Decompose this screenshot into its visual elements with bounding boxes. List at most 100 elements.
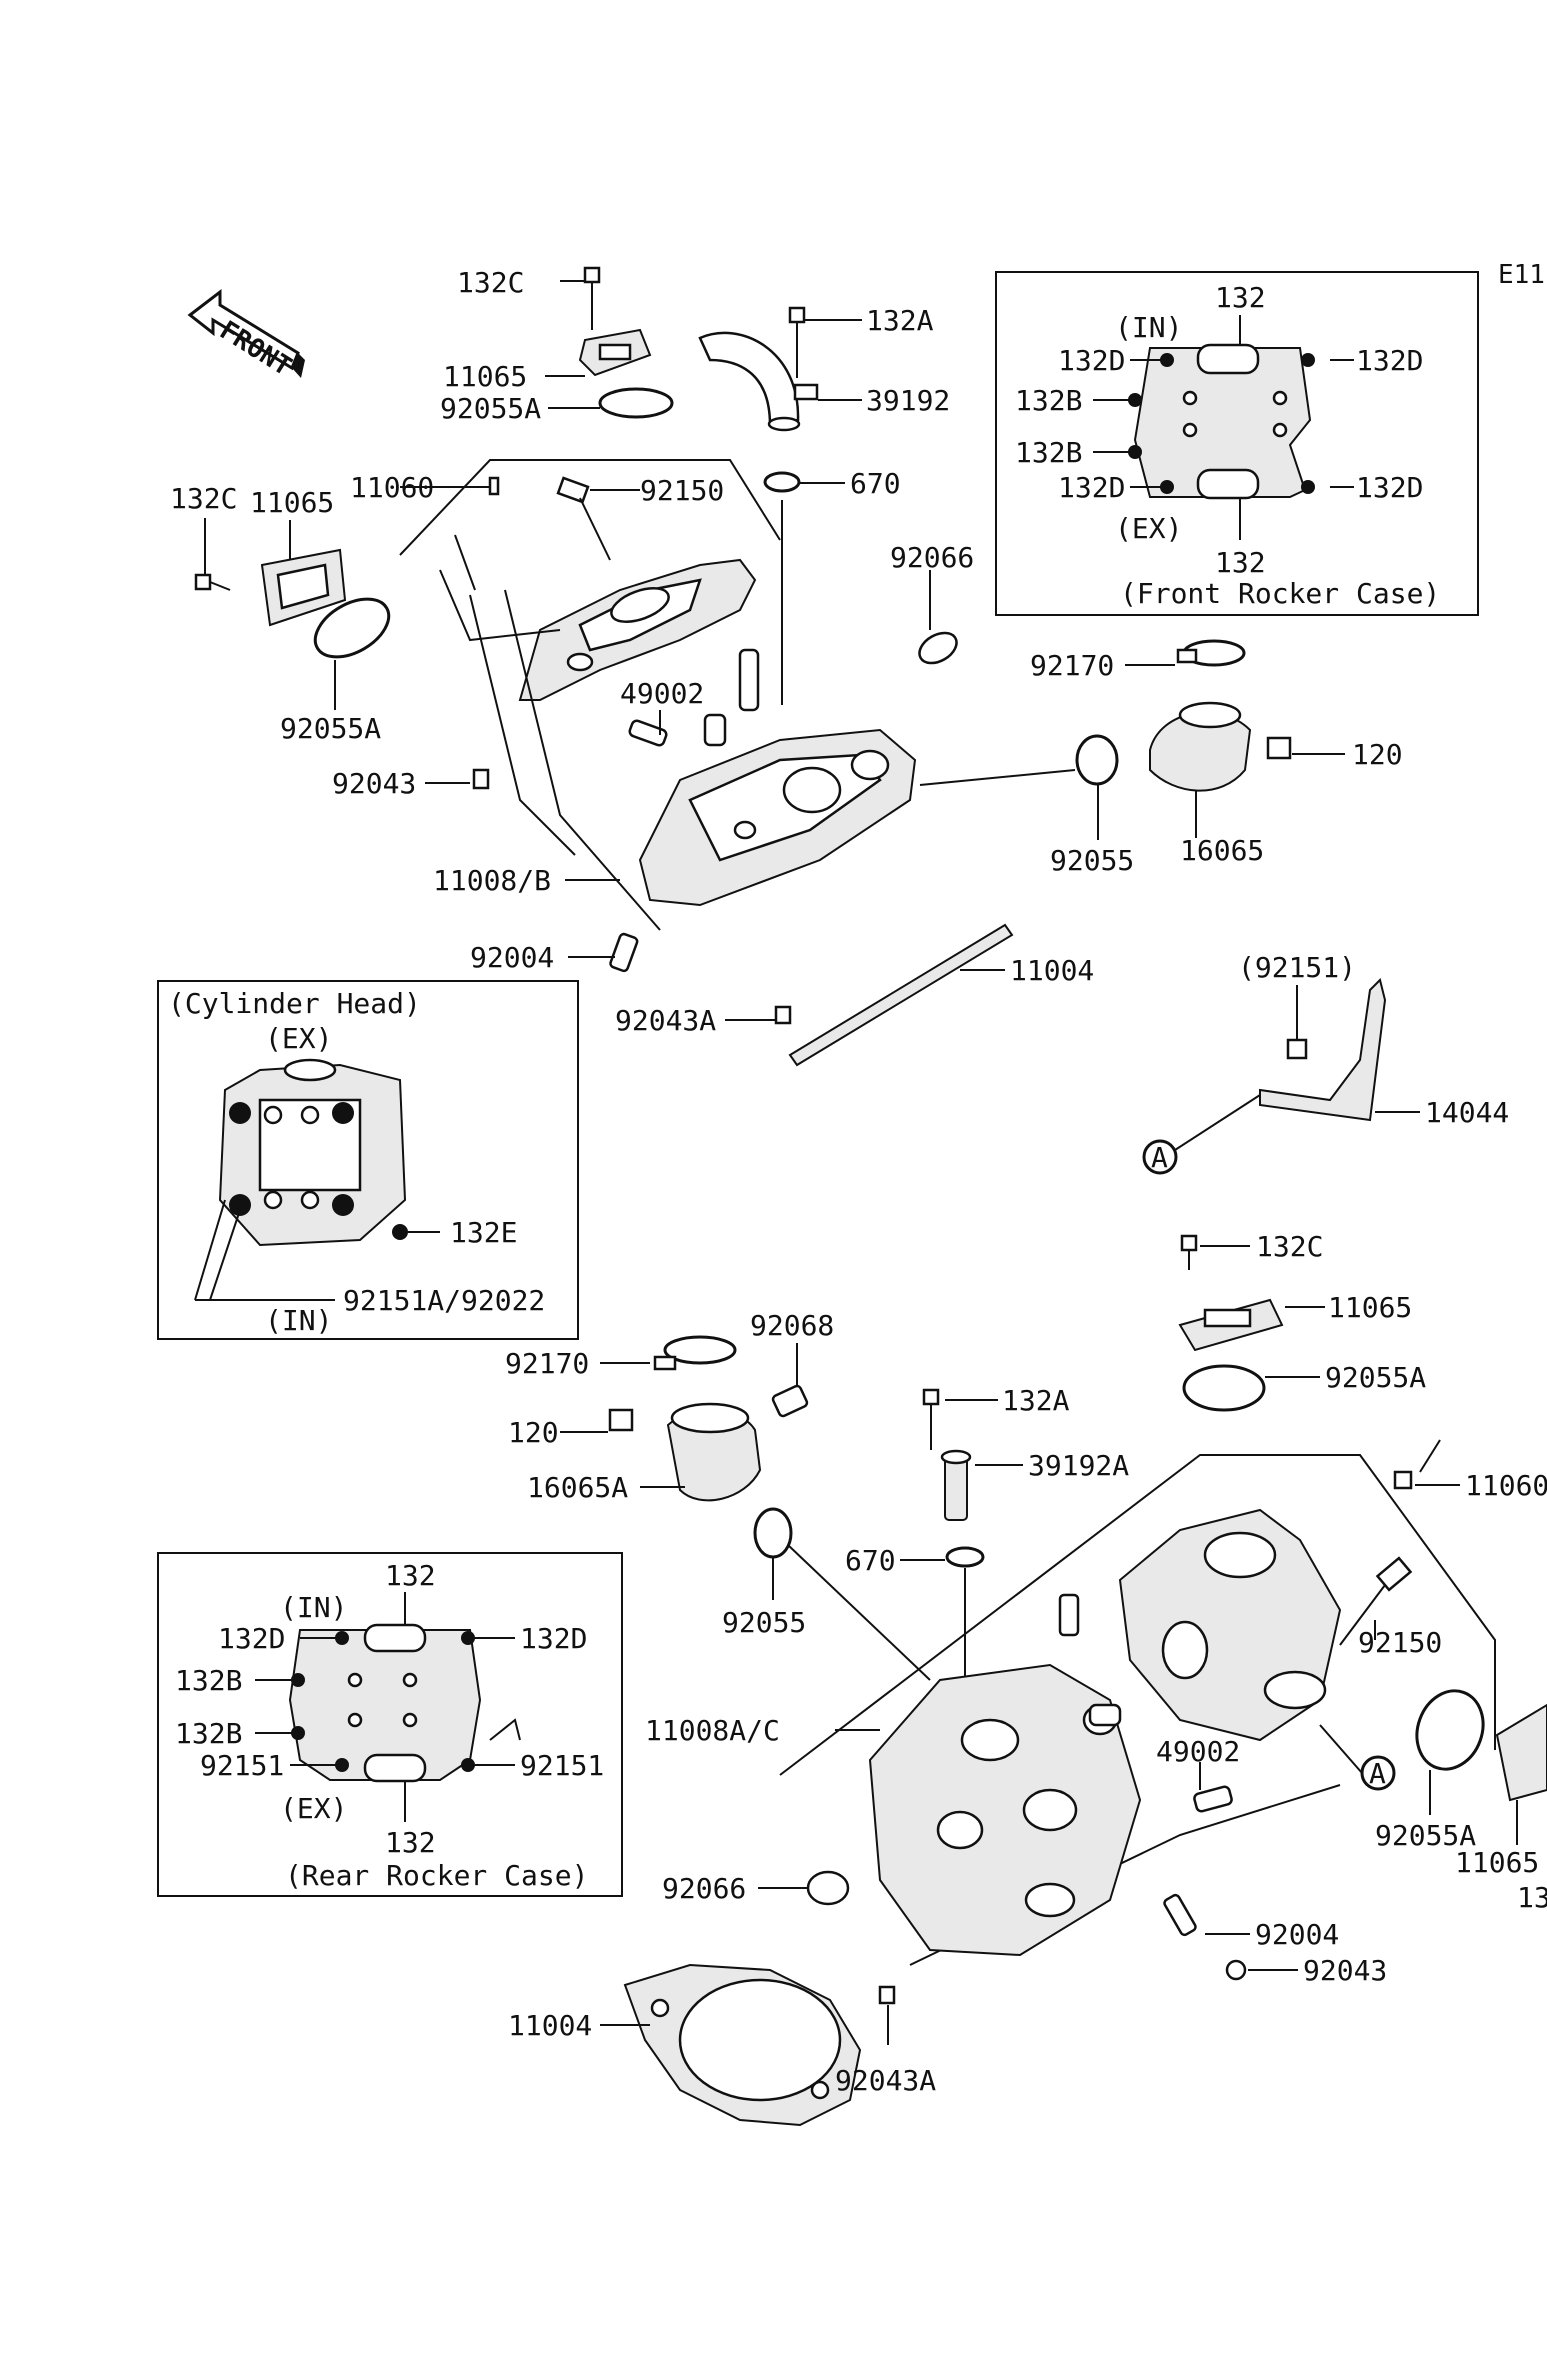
- rear-cylinder-head: [868, 1663, 1142, 1957]
- bolt-132c-right: [1180, 1234, 1198, 1270]
- label-92055a-left: 92055A: [280, 712, 381, 745]
- svg-text:132D: 132D: [520, 1622, 587, 1655]
- label-92043a-top: 92043A: [615, 1004, 716, 1037]
- label-11065-left: 11065: [250, 486, 334, 519]
- svg-text:132: 132: [1215, 546, 1266, 579]
- svg-text:92151A/92022: 92151A/92022: [343, 1284, 545, 1317]
- label-a-top: A: [1151, 1141, 1168, 1174]
- label-92043-bottom: 92043: [1303, 1954, 1387, 1987]
- svg-text:(Rear Rocker Case): (Rear Rocker Case): [285, 1859, 588, 1892]
- cover-11065-right: [1178, 1298, 1284, 1352]
- label-11065-right: 11065: [1328, 1291, 1412, 1324]
- label-92055a-bottom: 92055A: [1375, 1819, 1476, 1852]
- valve-49002-mid-b: [1088, 1703, 1122, 1727]
- bolt-92150-top: [556, 476, 611, 561]
- pin-11060-right: [1393, 1470, 1413, 1490]
- label-120-mid: 120: [508, 1416, 559, 1449]
- svg-text:132D: 132D: [1058, 471, 1125, 504]
- label-92004-bottom: 92004: [1255, 1918, 1339, 1951]
- svg-text:(EX): (EX): [265, 1022, 332, 1055]
- svg-text:132: 132: [385, 1826, 436, 1859]
- bolt-132c-left: [194, 573, 231, 591]
- label-49002-top: 49002: [620, 677, 704, 710]
- bolt-132a-top: [788, 306, 806, 378]
- svg-text:(IN): (IN): [1115, 311, 1182, 344]
- valve-49002-top: [628, 648, 760, 747]
- label-92151-paren: (92151): [1238, 951, 1356, 984]
- label-11060-right: 11060: [1465, 1469, 1547, 1502]
- svg-text:(IN): (IN): [265, 1304, 332, 1337]
- gasket-11004-top: [788, 923, 1014, 1067]
- holder-16065a: [666, 1402, 762, 1502]
- oring-92055a-right: [1182, 1364, 1266, 1412]
- oring-92055-mid: [753, 1507, 793, 1559]
- svg-text:132B: 132B: [175, 1664, 242, 1697]
- clamp-92170-top: [1176, 639, 1246, 667]
- stud-92004-top: [609, 932, 639, 973]
- label-132c-right: 132C: [1256, 1230, 1323, 1263]
- label-39192a: 39192A: [1028, 1449, 1129, 1482]
- label-92055a-right: 92055A: [1325, 1361, 1426, 1394]
- label-132a-mid: 132A: [1002, 1384, 1070, 1417]
- dowel-92043a-bottom: [878, 1985, 896, 2005]
- clamp-92170-mid: [653, 1335, 737, 1371]
- holder-16065: [1149, 701, 1252, 792]
- label-a-mid: A: [1369, 1757, 1386, 1790]
- label-670-mid: 670: [845, 1544, 896, 1577]
- oring-92055a-bottom: [1415, 1689, 1485, 1771]
- label-16065a: 16065A: [527, 1471, 628, 1504]
- plug-92066-top: [918, 631, 958, 665]
- bolt-92151-guide: [1286, 1038, 1308, 1060]
- gasket-11004-bottom: [623, 1963, 862, 2127]
- svg-text:132D: 132D: [1356, 344, 1423, 377]
- cover-11065-left: [260, 548, 347, 627]
- label-11060-top: 11060: [350, 471, 434, 504]
- label-92066-bottom: 92066: [662, 1872, 746, 1905]
- label-11008b: 11008/B: [433, 864, 551, 897]
- front-rocker-case-box: 132 (IN) 132D 132D 132B 132B 132D 132D (…: [995, 271, 1479, 616]
- svg-text:132E: 132E: [450, 1216, 517, 1249]
- front-cylinder-head: [638, 728, 917, 907]
- label-92170-top: 92170: [1030, 649, 1114, 682]
- label-11065-top: 11065: [443, 360, 527, 393]
- label-92068: 92068: [750, 1309, 834, 1342]
- cylinder-head-box: (Cylinder Head) (EX) 132E 92151A/92022 (…: [157, 980, 579, 1340]
- oring-92055a-top: [598, 387, 674, 419]
- svg-text:132B: 132B: [1015, 436, 1082, 469]
- svg-text:132B: 132B: [175, 1717, 242, 1750]
- front-rocker-case: [518, 558, 757, 701]
- svg-text:92151: 92151: [520, 1749, 604, 1782]
- callout-a-top: [1142, 1139, 1178, 1175]
- stud-92004-bottom: [1163, 1893, 1197, 1937]
- svg-text:132D: 132D: [1058, 344, 1125, 377]
- svg-text:(EX): (EX): [1115, 512, 1182, 545]
- svg-text:132D: 132D: [218, 1622, 285, 1655]
- bolt-132c-top: [583, 266, 601, 330]
- svg-text:132D: 132D: [1356, 471, 1423, 504]
- cap-92068: [771, 1384, 809, 1418]
- valve-49002-mid-a: [1058, 1593, 1080, 1637]
- label-92043a-bottom: 92043A: [835, 2064, 936, 2097]
- dowel-92043-bottom: [1225, 1959, 1247, 1981]
- label-132c-top: 132C: [457, 266, 524, 299]
- label-11065-bottom: 11065: [1455, 1846, 1539, 1879]
- dowel-92043-top: [472, 768, 490, 790]
- oring-670-mid: [945, 1546, 985, 1568]
- front-arrow-icon: FRONT: [187, 288, 305, 382]
- bolt-120-top: [1266, 736, 1292, 760]
- diagram-code: E111: [1498, 260, 1547, 290]
- label-92150-right: 92150: [1358, 1626, 1442, 1659]
- svg-text:(EX): (EX): [280, 1792, 347, 1825]
- label-92055a-top: 92055A: [440, 392, 541, 425]
- oring-92055a-left: [313, 597, 391, 659]
- svg-text:132: 132: [1215, 281, 1266, 314]
- guide-14044: [1259, 978, 1387, 1122]
- oring-92055-top: [1075, 734, 1119, 786]
- label-11008ac: 11008A/C: [645, 1714, 780, 1747]
- label-49002-mid: 49002: [1156, 1735, 1240, 1768]
- svg-text:132: 132: [385, 1559, 436, 1592]
- label-11004-top: 11004: [1010, 954, 1094, 987]
- label-13-cut: 13: [1517, 1881, 1547, 1914]
- cover-11065-top: [578, 328, 652, 377]
